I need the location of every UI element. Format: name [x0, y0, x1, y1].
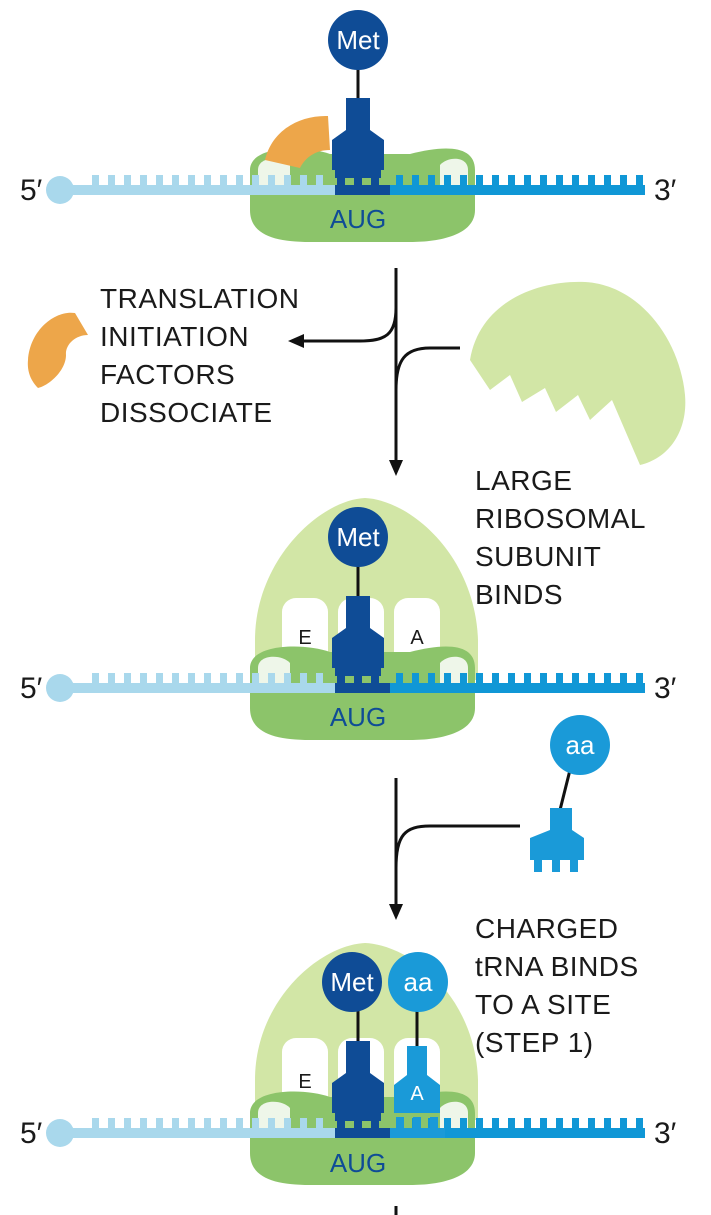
aa-label: aa — [404, 967, 433, 997]
arrow-step-2 — [394, 778, 520, 906]
aa-amino-acid — [388, 952, 448, 1012]
met-label: Met — [336, 522, 380, 552]
codon-label: AUG — [330, 702, 386, 732]
e-site-label: E — [298, 627, 311, 649]
dissociated-factor-shape — [27, 312, 89, 388]
a-site-label: A — [410, 627, 424, 649]
panel-initiation-complex: Met AUG 5′ 3′ — [20, 10, 677, 242]
free-large-subunit — [470, 281, 686, 465]
svg-text:CHARGED: CHARGED — [475, 913, 619, 944]
three-prime-label: 3′ — [654, 672, 677, 705]
label-large-subunit-binds: LARGE RIBOSOMAL SUBUNIT BINDS — [475, 465, 646, 610]
svg-text:(STEP 1): (STEP 1) — [475, 1027, 594, 1058]
five-prime-label: 5′ — [20, 1117, 43, 1150]
five-prime-label: 5′ — [20, 672, 43, 705]
svg-text:INITIATION: INITIATION — [100, 321, 249, 352]
svg-text:FACTORS: FACTORS — [100, 359, 235, 390]
svg-text:BINDS: BINDS — [475, 579, 563, 610]
five-prime-label: 5′ — [20, 174, 43, 207]
met-amino-acid — [328, 10, 388, 70]
codon-label: AUG — [330, 204, 386, 234]
label-charged-trna-binds: CHARGED tRNA BINDS TO A SITE (STEP 1) — [475, 913, 639, 1058]
free-charged-trna: aa — [530, 715, 610, 872]
a-site-trna — [394, 1010, 440, 1131]
label-factors-dissociate: TRANSLATION INITIATION FACTORS DISSOCIAT… — [100, 283, 299, 428]
met-amino-acid — [322, 952, 382, 1012]
e-site-label: E — [298, 1071, 311, 1093]
svg-text:tRNA BINDS: tRNA BINDS — [475, 951, 639, 982]
codon-label: AUG — [330, 1148, 386, 1178]
met-label: Met — [336, 25, 380, 55]
svg-text:RIBOSOMAL: RIBOSOMAL — [475, 503, 646, 534]
met-amino-acid — [328, 507, 388, 567]
svg-text:LARGE: LARGE — [475, 465, 572, 496]
aa-label: aa — [566, 730, 595, 760]
three-prime-label: 3′ — [654, 1117, 677, 1150]
svg-text:DISSOCIATE: DISSOCIATE — [100, 397, 273, 428]
arrow-step-1 — [300, 268, 460, 462]
met-label: Met — [330, 967, 374, 997]
svg-text:SUBUNIT: SUBUNIT — [475, 541, 601, 572]
panel-charged-trna-bound: Met aa E A AUG 5′ 3′ — [20, 943, 677, 1185]
three-prime-label: 3′ — [654, 174, 677, 207]
svg-text:TO A SITE: TO A SITE — [475, 989, 611, 1020]
initiation-factor-shape — [265, 115, 330, 168]
panel-large-subunit-bound: Met E A AUG 5′ 3′ — [20, 498, 677, 740]
svg-text:TRANSLATION: TRANSLATION — [100, 283, 299, 314]
a-site-label: A — [410, 1083, 424, 1105]
